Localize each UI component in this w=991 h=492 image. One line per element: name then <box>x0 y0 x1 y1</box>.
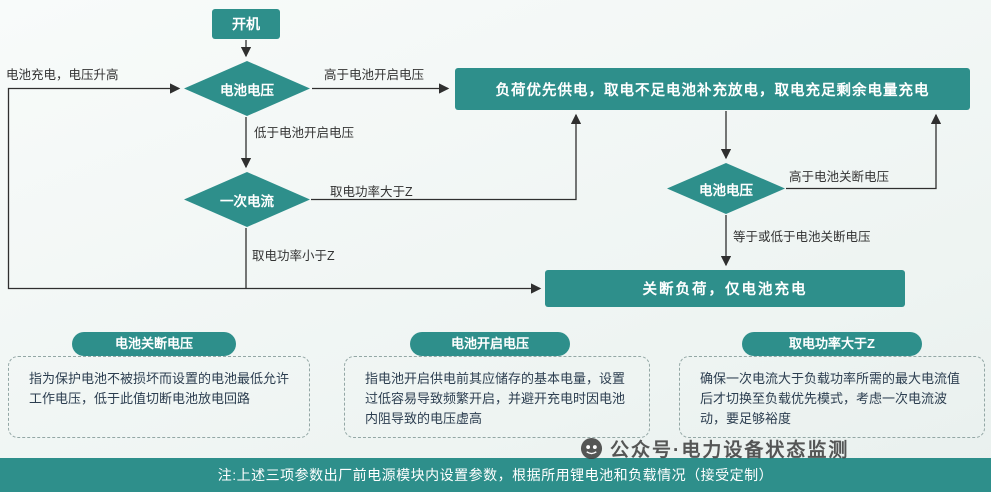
start-node: 开机 <box>212 9 280 39</box>
process-shutdown-load: 关断负荷，仅电池充电 <box>545 270 905 307</box>
label-battery-charging: 电池充电，电压升高 <box>6 68 119 82</box>
edge-current-to-priority <box>311 113 582 201</box>
label-power-less: 取电功率小于Z <box>252 249 335 263</box>
watermark-text: 公众号·电力设备状态监测 <box>610 440 850 461</box>
card-title-battery-cutoff-voltage: 电池关断电压 <box>72 332 236 356</box>
label-below-turn-on: 低于电池开启电压 <box>254 126 355 140</box>
label-below-cutoff: 等于或低于电池关断电压 <box>733 230 871 244</box>
label-above-turn-on: 高于电池开启电压 <box>324 68 425 82</box>
card-battery-cutoff-voltage: 指为保护电池不被损坏而设置的电池最低允许工作电压，低于此值切断电池放电回路 <box>8 356 310 438</box>
card-body-battery-cutoff-voltage: 指为保护电池不被损坏而设置的电池最低允许工作电压，低于此值切断电池放电回路 <box>29 371 290 406</box>
label-power-greater: 取电功率大于Z <box>330 185 413 199</box>
process-load-priority: 负荷优先供电，取电不足电池补充放电，取电充足剩余电量充电 <box>455 68 970 110</box>
card-body-power-greater-z: 确保一次电流大于负载功率所需的最大电流值后才切换至负载优先模式，考虑一次电流波动… <box>700 371 961 426</box>
label-above-cutoff: 高于电池关断电压 <box>789 170 890 184</box>
wechat-official-account-icon <box>580 437 603 460</box>
watermark: 公众号·电力设备状态监测 <box>580 435 849 462</box>
edge-feedback-to-battery-voltage <box>7 83 246 290</box>
card-battery-turn-on-voltage: 指电池开启供电前其应储存的基本电量，设置过低容易导致频繁开启，并避开充电时因电池… <box>344 356 650 438</box>
edge-battery-voltage2-to-priority <box>786 113 942 190</box>
footer-note-banner: 注:上述三项参数出厂前电源模块内设置参数，根据所用锂电池和负载情况（接受定制） <box>0 458 991 492</box>
card-power-greater-z: 确保一次电流大于负载功率所需的最大电流值后才切换至负载优先模式，考虑一次电流波动… <box>679 356 985 438</box>
card-title-battery-turn-on-voltage: 电池开启电压 <box>410 332 570 356</box>
card-title-power-greater-z: 取电功率大于Z <box>742 332 922 356</box>
card-body-battery-turn-on-voltage: 指电池开启供电前其应储存的基本电量，设置过低容易导致频繁开启，并避开充电时因电池… <box>365 371 626 426</box>
